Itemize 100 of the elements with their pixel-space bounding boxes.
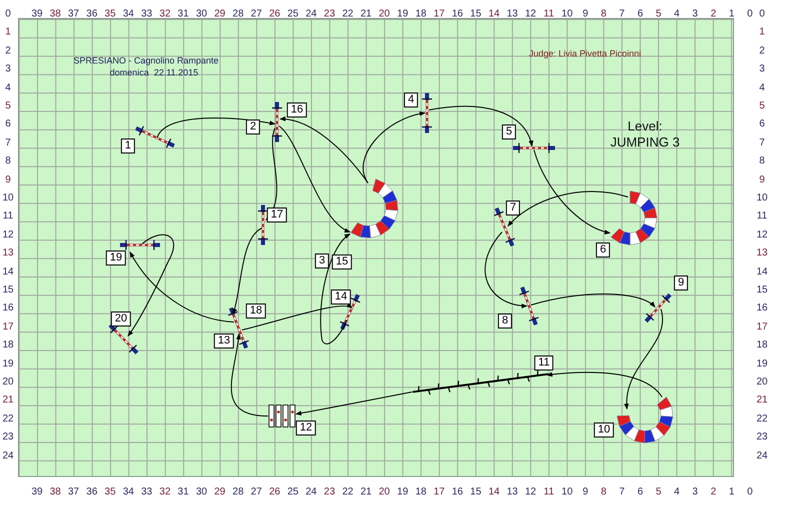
column-number: 5 [656, 8, 662, 20]
column-number: 27 [250, 486, 262, 498]
course-path-arrow [624, 308, 664, 410]
long-jump [268, 404, 296, 428]
row-number: 24 [2, 450, 14, 462]
column-number: 36 [86, 486, 98, 498]
column-number: 15 [470, 486, 482, 498]
course-path-arrow [278, 126, 351, 232]
column-number: 12 [524, 486, 536, 498]
obstacle-number: 8 [498, 314, 512, 328]
row-number: 1 [759, 26, 765, 38]
date-text: domenica 22.11.2015 [110, 68, 198, 78]
column-number: 19 [397, 8, 408, 20]
column-number: 35 [104, 8, 116, 20]
obstacle-number: 10 [594, 422, 614, 438]
column-number: 27 [250, 8, 262, 20]
obstacle-number: 15 [332, 254, 352, 270]
obstacle-number: 3 [314, 254, 330, 268]
column-number: 0 [747, 8, 753, 20]
column-number: 37 [68, 8, 80, 20]
column-number: 14 [488, 8, 500, 20]
row-number: 10 [2, 192, 14, 204]
column-number: 22 [342, 486, 354, 498]
weave-poles [411, 368, 549, 398]
course-path-arrow [128, 234, 174, 336]
course-path-arrow [232, 228, 262, 315]
column-number: 38 [50, 486, 61, 498]
hurdle-jump [642, 290, 674, 326]
hurdle-jump [257, 205, 269, 245]
column-number: 29 [214, 486, 226, 498]
course-path-arrow [230, 333, 268, 416]
column-number: 37 [68, 486, 80, 498]
row-number: 22 [756, 413, 768, 424]
row-number: 5 [5, 100, 11, 112]
column-number: 23 [324, 8, 336, 20]
row-number: 22 [2, 413, 14, 424]
obstacle-number: 11 [534, 356, 554, 370]
row-number: 4 [5, 82, 11, 94]
row-number: 14 [756, 266, 768, 278]
column-number: 19 [397, 486, 408, 498]
column-number: 13 [506, 8, 518, 20]
column-number: 1 [728, 8, 734, 20]
column-number: 23 [324, 486, 336, 498]
course-path-arrow [279, 116, 368, 184]
column-number: 24 [306, 8, 317, 20]
column-number: 29 [214, 8, 226, 20]
row-number: 19 [756, 358, 768, 370]
column-number: 35 [104, 486, 116, 498]
row-number: 14 [2, 266, 14, 278]
row-number: 17 [756, 321, 768, 332]
row-number: 15 [756, 284, 768, 296]
obstacle-number: 13 [214, 334, 234, 348]
row-number: 2 [5, 45, 11, 56]
course-path-arrow [295, 392, 412, 416]
row-number: 8 [759, 156, 765, 167]
column-number: 34 [122, 486, 134, 498]
row-number: 5 [759, 100, 765, 112]
course-title: SPRESIANO - Cagnolino Rampante [73, 56, 219, 66]
row-number: 7 [759, 137, 765, 148]
column-number: 8 [600, 486, 606, 498]
column-number: 18 [415, 486, 426, 498]
row-number: 12 [756, 229, 768, 240]
obstacle-number: 20 [110, 312, 132, 326]
row-number: 8 [5, 156, 11, 167]
obstacle-number: 6 [596, 242, 610, 258]
row-number: 0 [5, 8, 11, 20]
column-number: 20 [378, 486, 390, 498]
row-number: 9 [759, 174, 765, 186]
obstacle-number: 14 [330, 290, 352, 304]
column-number: 22 [342, 8, 354, 20]
row-number: 23 [2, 432, 14, 443]
row-number: 12 [2, 229, 14, 240]
column-number: 39 [31, 8, 43, 20]
column-number: 11 [544, 8, 554, 20]
row-number: 17 [2, 321, 14, 332]
row-number: 23 [756, 432, 768, 443]
column-number: 36 [86, 8, 98, 20]
row-number: 0 [759, 8, 765, 20]
row-number: 9 [5, 174, 11, 186]
row-number: 19 [2, 358, 14, 370]
column-number: 9 [582, 486, 588, 498]
column-number: 7 [619, 8, 625, 20]
column-number: 33 [141, 8, 152, 20]
column-number: 18 [415, 8, 426, 20]
row-number: 1 [5, 26, 11, 38]
column-number: 34 [122, 8, 134, 20]
column-number: 38 [50, 8, 61, 20]
row-number: 2 [759, 45, 765, 56]
row-number: 7 [5, 137, 11, 148]
column-number: 30 [196, 486, 208, 498]
column-number: 3 [692, 8, 698, 20]
row-number: 18 [2, 340, 14, 351]
obstacle-number: 2 [246, 120, 260, 134]
row-number: 13 [2, 248, 14, 259]
column-number: 9 [582, 8, 588, 20]
row-number: 21 [2, 394, 14, 406]
row-number: 10 [756, 192, 768, 204]
column-number: 7 [619, 486, 625, 498]
column-number: 13 [506, 486, 518, 498]
column-number: 26 [269, 8, 280, 20]
